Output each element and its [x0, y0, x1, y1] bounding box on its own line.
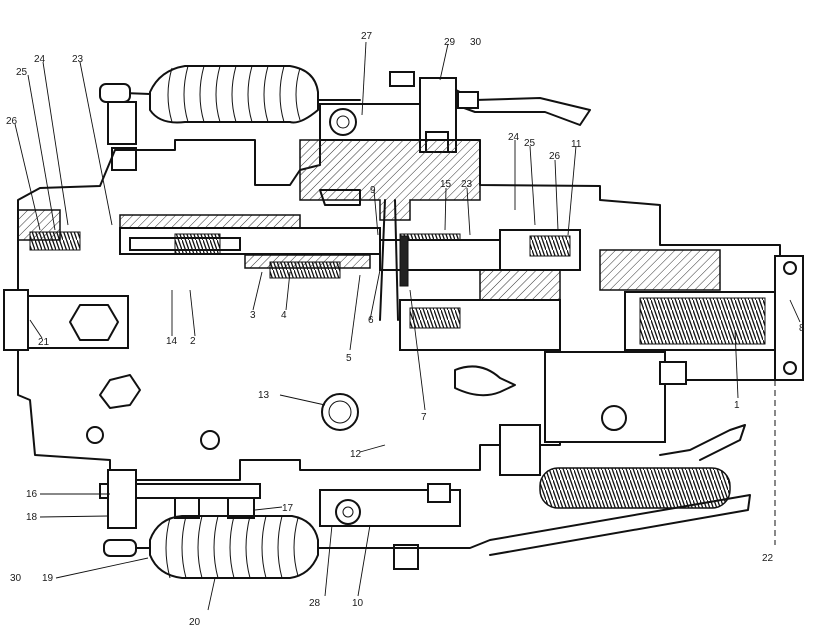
- callout-9: 9: [370, 185, 376, 196]
- leader-lines: [14, 41, 801, 611]
- callout-16: 16: [26, 489, 38, 500]
- plunger-spring: [29, 231, 461, 279]
- callout-22: 22: [762, 553, 774, 564]
- callout-3: 3: [250, 310, 256, 321]
- callout-26-left: 26: [6, 116, 18, 127]
- callout-6: 6: [368, 315, 374, 326]
- callout-23-left: 23: [72, 54, 84, 65]
- lower-bellows-boot: [149, 515, 319, 579]
- callout-2: 2: [190, 336, 196, 347]
- return-spring: [539, 424, 746, 509]
- callout-30-top: 30: [470, 37, 482, 48]
- lower-link-rod: [103, 494, 751, 557]
- callout-5: 5: [346, 353, 352, 364]
- callout-30-bottom: 30: [10, 573, 22, 584]
- callout-7: 7: [421, 412, 427, 423]
- lower-lever-bracket: [99, 469, 461, 570]
- solenoid-coil: [624, 255, 804, 381]
- callout-4: 4: [281, 310, 287, 321]
- callout-12: 12: [350, 449, 362, 460]
- callout-20: 20: [189, 617, 201, 628]
- throttle-cable: [455, 89, 591, 126]
- callout-25-left: 25: [16, 67, 28, 78]
- callout-28: 28: [309, 598, 321, 609]
- lower-housing-details: [86, 351, 687, 476]
- callout-19: 19: [42, 573, 54, 584]
- governor-linkage: [319, 189, 409, 321]
- callout-14: 14: [166, 336, 178, 347]
- callout-24-left: 24: [34, 54, 46, 65]
- callout-11: 11: [571, 139, 582, 150]
- upper-bellows-boot: [149, 65, 319, 124]
- callout-29: 29: [444, 37, 456, 48]
- callout-26-right: 26: [549, 151, 561, 162]
- callout-1: 1: [734, 400, 740, 411]
- callout-10: 10: [352, 598, 364, 609]
- delivery-valve: [499, 229, 581, 271]
- callout-27: 27: [361, 31, 373, 42]
- callout-23-right: 23: [461, 179, 473, 190]
- callout-13: 13: [258, 390, 270, 401]
- callout-24-right: 24: [508, 132, 520, 143]
- callout-labels: 26 25 24 23 27 29 30 24 25 26 11 9 15 23…: [6, 31, 805, 628]
- drive-shaft: [119, 227, 381, 255]
- callout-8: 8: [799, 323, 805, 334]
- callout-25-right: 25: [524, 138, 536, 149]
- callout-17: 17: [282, 503, 294, 514]
- callout-15: 15: [440, 179, 452, 190]
- callout-21: 21: [38, 337, 50, 348]
- callout-18: 18: [26, 512, 38, 523]
- input-shaft-end: [3, 289, 129, 351]
